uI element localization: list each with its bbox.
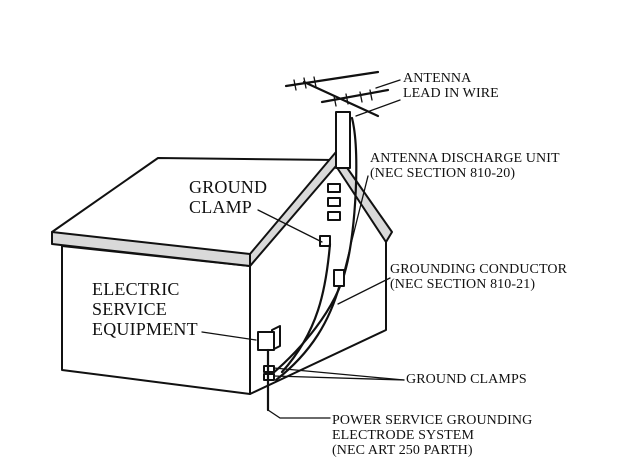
leader-lead-in	[355, 99, 401, 117]
leader-electric	[201, 331, 257, 341]
label-power-group: POWER SERVICE GROUNDING ELECTRODE SYSTEM…	[332, 413, 532, 458]
label-equipment: EQUIPMENT	[92, 319, 198, 340]
antenna-mast	[335, 111, 351, 169]
mast-ground-wire	[280, 242, 332, 374]
discharge-unit	[333, 269, 345, 287]
label-ground-clamp-1: GROUND	[189, 177, 268, 197]
label-electric-group: ELECTRIC SERVICE EQUIPMENT	[92, 279, 198, 339]
leader-ground-clamp	[257, 209, 323, 243]
label-power-nec: (NEC ART 250 PARTH)	[332, 443, 473, 459]
leader-antenna	[375, 79, 401, 89]
label-antenna: ANTENNA	[403, 71, 472, 86]
label-grounding-conductor: GROUNDING CONDUCTOR	[390, 262, 568, 277]
mast-bracket-1	[327, 183, 341, 193]
label-lead-in-wire: LEAD IN WIRE	[403, 86, 499, 102]
label-ground-clamps: GROUND CLAMPS	[406, 372, 527, 387]
mast-bracket-3	[327, 211, 341, 221]
antenna-element-1	[284, 70, 380, 88]
leader-power	[267, 409, 331, 419]
label-electric: ELECTRIC	[92, 279, 180, 299]
leader-discharge	[343, 175, 369, 273]
label-electrode-system: ELECTRODE SYSTEM	[332, 428, 474, 444]
leader-ground-clamps-2	[273, 375, 405, 381]
label-discharge-nec: (NEC SECTION 810-20)	[370, 166, 516, 182]
label-power-service: POWER SERVICE GROUNDING	[332, 413, 533, 428]
label-ground-clamp-2: CLAMP	[189, 197, 253, 218]
service-box	[257, 331, 275, 351]
grounding-wire	[274, 282, 342, 382]
label-ground-clamps-group: GROUND CLAMPS	[406, 372, 527, 387]
antenna-boom	[302, 80, 380, 118]
label-ground-clamp-group: GROUND CLAMP	[189, 177, 267, 217]
leader-ground-clamps-1	[273, 367, 405, 381]
label-service: SERVICE	[92, 299, 167, 320]
leader-grounding-conductor	[337, 277, 391, 305]
antenna-element-2	[320, 88, 390, 104]
label-antenna-group: ANTENNA LEAD IN WIRE	[403, 71, 499, 101]
mast-bracket-2	[327, 197, 341, 207]
label-discharge-unit: ANTENNA DISCHARGE UNIT	[370, 151, 560, 166]
label-grounding-conductor-nec: (NEC SECTION 810-21)	[390, 277, 536, 293]
mast-bracket-4	[319, 235, 331, 247]
label-discharge-group: ANTENNA DISCHARGE UNIT (NEC SECTION 810-…	[370, 151, 560, 181]
label-grounding-conductor-group: GROUNDING CONDUCTOR (NEC SECTION 810-21)	[390, 262, 567, 292]
